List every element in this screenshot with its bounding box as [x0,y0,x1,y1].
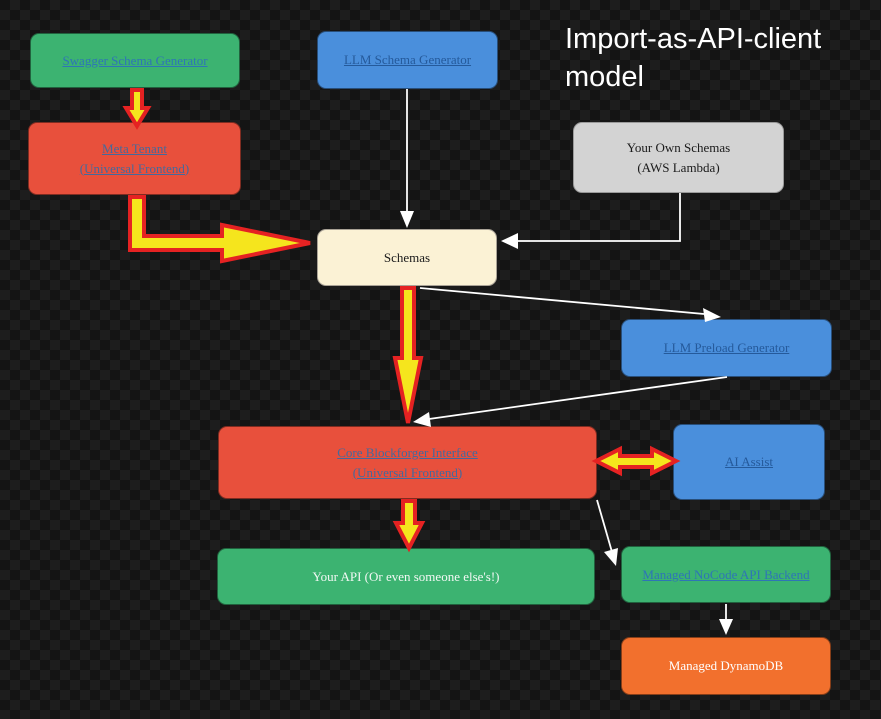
meta-tenant-link-line2[interactable]: (Universal Frontend) [79,160,190,176]
diagram-title: Import-as-API-client model [565,20,865,96]
llm-schema-generator-link[interactable]: LLM Schema Generator [343,52,472,67]
node-ai-assist[interactable]: AI Assist [673,424,825,500]
highlight-arrow-core-blockforger-to-your-api [392,499,426,553]
edge-llm-preload-generator-to-core-blockforger-arrow [413,376,728,427]
edge-core-blockforger-to-managed-nocode-arrow [596,499,618,566]
node-meta-tenant[interactable]: Meta Tenant (Universal Frontend) [28,122,241,195]
highlight-arrow-swagger-to-meta-tenant [122,88,152,130]
highlight-arrow-meta-tenant-to-schemas [128,195,311,264]
node-llm-preload-generator[interactable]: LLM Preload Generator [621,319,832,377]
node-core-blockforger-interface[interactable]: Core Blockforger Interface (Universal Fr… [218,426,597,499]
your-api-label: Your API (Or even someone else's!) [312,568,500,584]
swagger-schema-generator-link[interactable]: Swagger Schema Generator [62,52,208,68]
highlight-arrow-core-blockforger-ai-assist-bidirectional [591,445,681,477]
node-managed-nocode-api-backend[interactable]: Managed NoCode API Backend [621,546,831,603]
managed-dynamodb-label: Managed DynamoDB [668,658,784,673]
core-blockforger-interface-link[interactable]: Core Blockforger Interface [337,444,478,460]
highlight-arrow-schemas-to-core-blockforger [392,286,424,424]
diagram-title-line2: model [565,61,644,93]
llm-preload-generator-link[interactable]: LLM Preload Generator [663,340,790,355]
node-swagger-schema-generator[interactable]: Swagger Schema Generator [30,33,240,88]
edge-your-own-schemas-to-schemas-arrow [501,193,681,249]
core-blockforger-interface-link-line2[interactable]: (Universal Frontend) [352,464,463,480]
node-your-api: Your API (Or even someone else's!) [217,548,595,605]
node-your-own-schemas: Your Own Schemas (AWS Lambda) [573,122,784,193]
node-schemas: Schemas [317,229,497,286]
edge-llm-schema-generator-to-schemas-arrow [400,89,414,228]
your-own-schemas-sublabel: (AWS Lambda) [637,159,720,175]
node-llm-schema-generator[interactable]: LLM Schema Generator [317,31,498,89]
managed-nocode-api-backend-link[interactable]: Managed NoCode API Backend [642,566,810,582]
node-managed-dynamodb: Managed DynamoDB [621,637,831,695]
your-own-schemas-label: Your Own Schemas [626,139,731,155]
meta-tenant-link[interactable]: Meta Tenant [102,140,167,156]
diagram-title-line1: Import-as-API-client [565,23,822,55]
ai-assist-link[interactable]: AI Assist [724,454,774,469]
edge-managed-nocode-to-managed-dynamodb-arrow [719,604,733,635]
edge-schemas-to-llm-preload-generator-arrow [419,287,721,322]
schemas-label: Schemas [383,249,431,265]
